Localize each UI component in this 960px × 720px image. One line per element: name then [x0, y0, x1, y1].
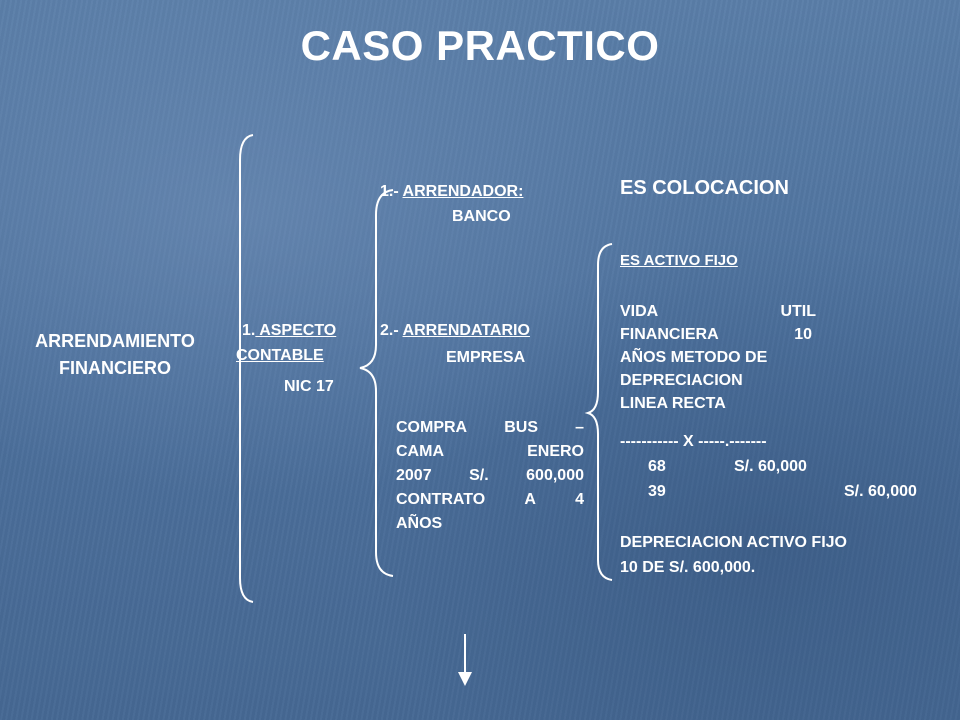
aspecto-nic: NIC 17 — [284, 378, 334, 395]
aspecto-line1: 1. ASPECTO — [242, 322, 337, 339]
depreciacion-line2: 10 DE S/. 600,000. — [620, 559, 756, 576]
depreciacion-line1: DEPRECIACION ACTIVO FIJO — [620, 534, 847, 551]
compra-line: AÑOS — [396, 515, 443, 532]
vida-line: DEPRECIACION — [620, 372, 743, 389]
vida-line: AÑOS METODO DE — [620, 349, 768, 366]
middle-brace — [359, 189, 394, 577]
ledger-row2-left: 39 — [648, 483, 666, 500]
arrendatario-item: 2.- ARRENDATARIO — [380, 322, 530, 339]
es-activo-fijo: ES ACTIVO FIJO — [620, 252, 738, 269]
slide-title: CASO PRACTICO — [300, 22, 660, 69]
es-colocacion: ES COLOCACION — [620, 177, 789, 199]
ledger-row1-left: 68 — [648, 458, 666, 475]
arrendador-banco: BANCO — [452, 208, 511, 225]
arrow-down-icon — [458, 634, 472, 686]
arrendatario-empresa: EMPRESA — [446, 349, 526, 366]
arrendamiento-financiero-label: ARRENDAMIENTO FINANCIERO — [35, 331, 195, 378]
ledger-row1-right: S/. 60,000 — [734, 458, 807, 475]
ledger-row2-right: S/. 60,000 — [844, 483, 917, 500]
left-bracket — [239, 134, 254, 603]
right-brace — [584, 243, 613, 581]
ledger-header: ----------- X -----.------- — [620, 433, 767, 450]
vida-line: LINEA RECTA — [620, 395, 726, 412]
aspecto-line2: CONTABLE — [236, 347, 324, 364]
arrendador-item: 1.- ARRENDADOR: — [380, 183, 524, 200]
